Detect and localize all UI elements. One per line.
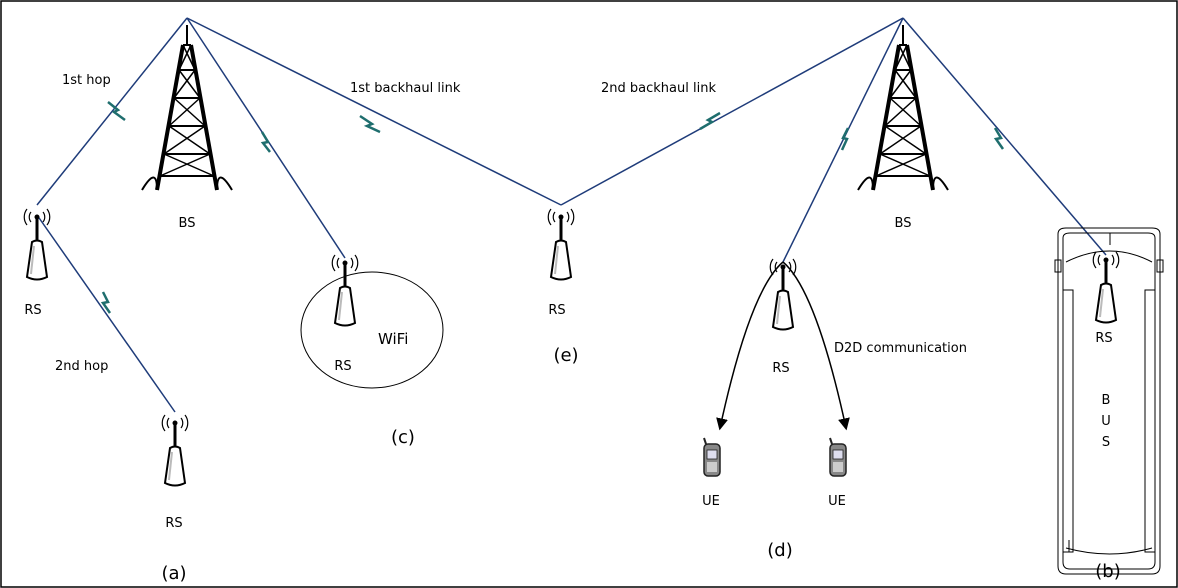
bs-right-label: BS — [895, 216, 912, 231]
d2d-arrow-right — [782, 261, 850, 431]
bs-left-label: BS — [179, 216, 196, 231]
hop2-link — [36, 214, 176, 413]
rs-a-bottom-label: RS — [165, 516, 182, 531]
rs-d-label: RS — [772, 361, 789, 376]
backhaul1-label: 1st backhaul link — [350, 81, 461, 96]
bolt-backhaul2 — [699, 111, 721, 131]
bus-letter-u: U — [1101, 414, 1111, 429]
bus-letter-s: S — [1102, 435, 1110, 450]
bus-letter-b: B — [1102, 393, 1111, 408]
backhaul2-label: 2nd backhaul link — [601, 81, 716, 96]
rs-a-top-relay-icon — [22, 207, 52, 281]
caption-e: (e) — [553, 345, 578, 366]
caption-c: (c) — [391, 427, 415, 448]
ue-left-label: UE — [702, 494, 720, 509]
bolt-rs-c — [260, 131, 271, 153]
ue-right-phone-icon — [829, 437, 847, 477]
rs-e-relay-icon — [546, 207, 576, 281]
backhaul2-link — [560, 17, 904, 206]
rs-a-bottom-relay-icon — [160, 413, 190, 487]
bs-to-rs-d-link — [782, 17, 904, 263]
rs-a-top-label: RS — [24, 303, 41, 318]
caption-d: (d) — [767, 540, 792, 561]
d2d-label: D2D communication — [834, 341, 967, 356]
bolt-rs-d — [840, 127, 850, 151]
bolt-hop2 — [100, 291, 112, 314]
caption-b: (b) — [1095, 561, 1120, 582]
rs-e-label: RS — [548, 303, 565, 318]
wifi-label: WiFi — [378, 330, 408, 348]
d2d-arrow-left — [716, 261, 784, 431]
d2d-arrows — [716, 261, 850, 431]
backhaul1-link — [186, 17, 562, 206]
bolt-hop1 — [107, 101, 126, 122]
hop1-link — [36, 17, 188, 206]
hop2-label: 2nd hop — [55, 359, 108, 374]
rs-d-relay-icon — [768, 257, 798, 331]
rs-c-label: RS — [334, 359, 351, 374]
bs-to-rs-b-link — [902, 17, 1107, 256]
hop1-label: 1st hop — [62, 73, 111, 88]
bus-outline-icon — [1054, 227, 1164, 575]
rs-b-relay-icon — [1091, 250, 1121, 324]
caption-a: (a) — [161, 563, 186, 584]
wireless-bolts — [100, 101, 1005, 314]
bs-right-tower-icon — [856, 23, 950, 192]
ue-right-label: UE — [828, 494, 846, 509]
bs-left-tower-icon — [140, 23, 234, 192]
wifi-coverage-ellipse — [300, 271, 444, 389]
link-lines — [36, 17, 1107, 413]
rs-c-relay-icon — [330, 253, 360, 327]
bolt-backhaul1 — [359, 114, 381, 134]
rs-b-label: RS — [1095, 331, 1112, 346]
bolt-rs-b — [993, 127, 1005, 150]
ue-left-phone-icon — [703, 437, 721, 477]
